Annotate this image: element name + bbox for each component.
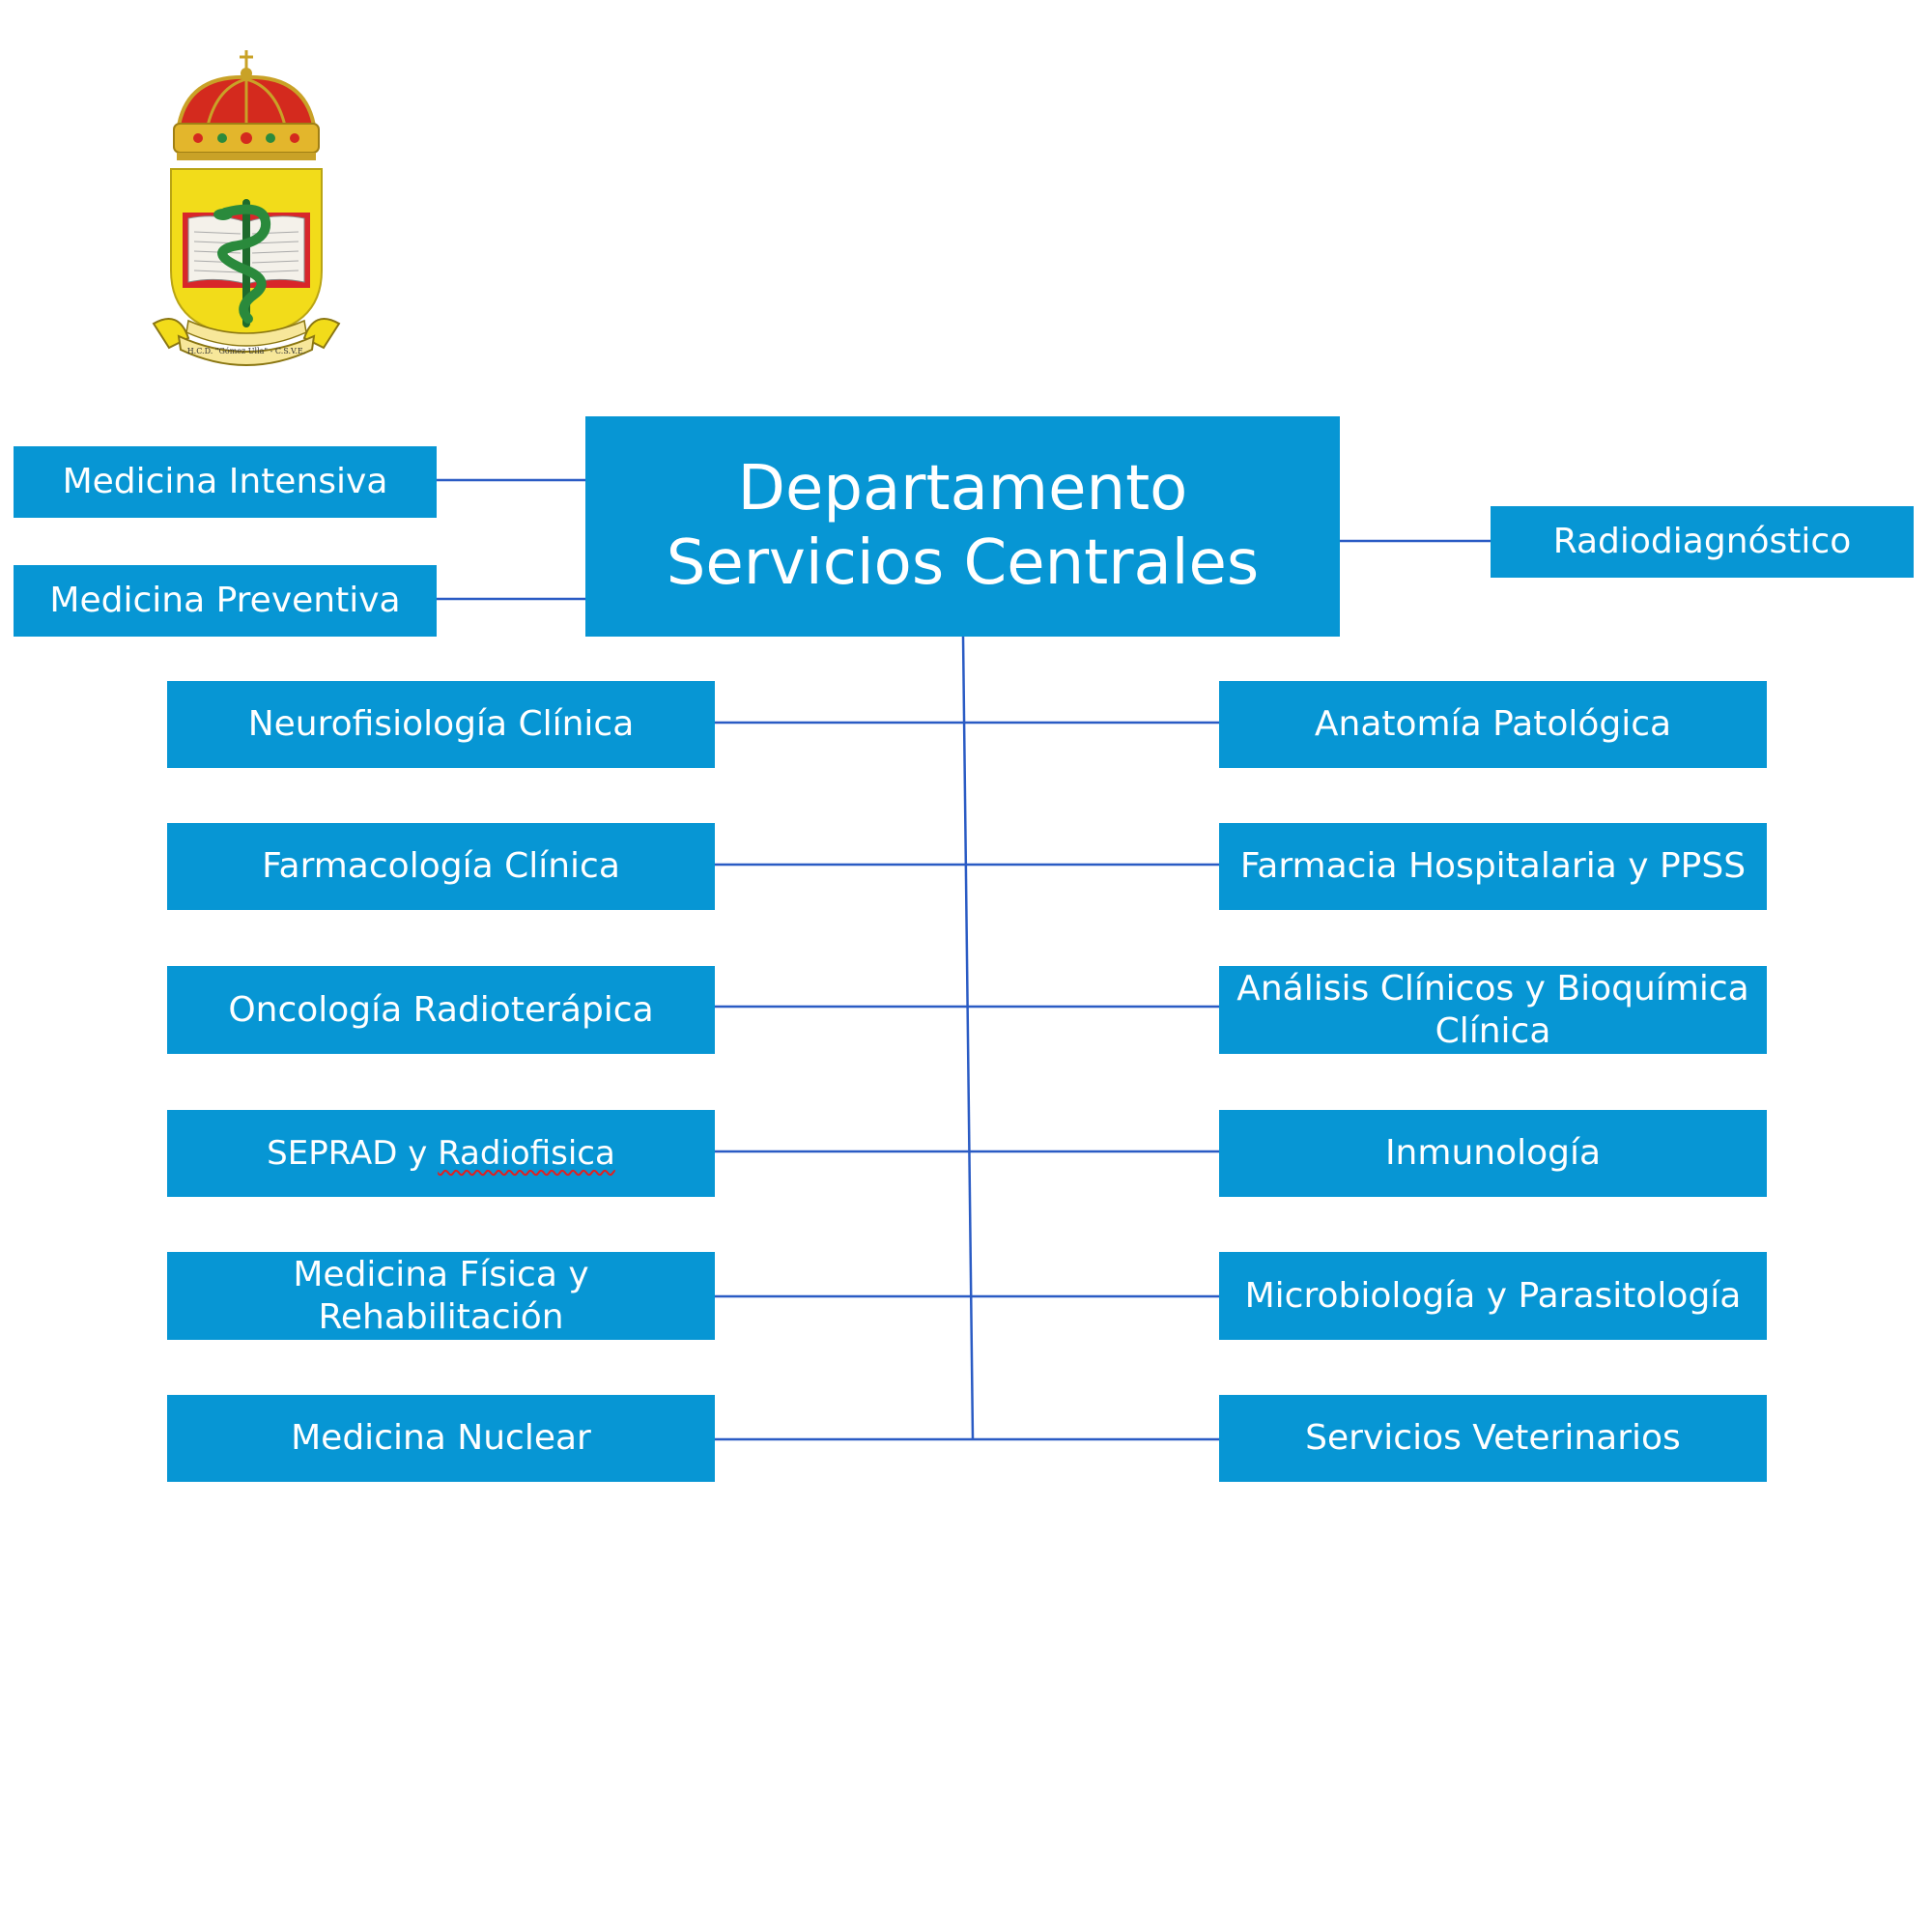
box-label: Microbiología y Parasitología	[1244, 1275, 1742, 1316]
central-department-box: Departamento Servicios Centrales	[585, 416, 1340, 637]
box-label: Medicina Nuclear	[291, 1418, 591, 1459]
box-label: Farmacia Hospitalaria y PPSS	[1239, 846, 1747, 887]
box-microbiologia-parasitologia: Microbiología y Parasitología	[1219, 1252, 1767, 1340]
box-label-part1: SEPRAD y	[267, 1133, 439, 1173]
box-medicina-fisica-rehabilitacion: Medicina Física y Rehabilitación	[167, 1252, 715, 1340]
box-neurofisiologia-clinica: Neurofisiología Clínica	[167, 681, 715, 768]
box-label: Medicina Preventiva	[49, 581, 401, 621]
box-label: Neurofisiología Clínica	[247, 704, 635, 745]
connector-trunk	[961, 636, 975, 1440]
box-label: Inmunología	[1384, 1133, 1602, 1174]
box-analisis-clinicos: Análisis Clínicos y Bioquímica Clínica	[1219, 966, 1767, 1054]
box-label: Servicios Veterinarios	[1305, 1418, 1681, 1459]
box-radiodiagnostico: Radiodiagnóstico	[1491, 506, 1914, 578]
central-department-label: Departamento Servicios Centrales	[666, 453, 1260, 599]
box-anatomia-patologica: Anatomía Patológica	[1219, 681, 1767, 768]
box-medicina-nuclear: Medicina Nuclear	[167, 1395, 715, 1482]
box-seprad-radiofisica: SEPRAD y Radiofisica	[167, 1110, 715, 1197]
coat-of-arms-logo: H.C.D. "Gómez Ulla" - C.S.V.E.	[152, 50, 341, 366]
box-label: SEPRAD y Radiofisica	[267, 1134, 615, 1174]
crown-icon	[173, 50, 320, 160]
box-medicina-intensiva: Medicina Intensiva	[14, 446, 437, 518]
box-label: Oncología Radioterápica	[228, 989, 654, 1030]
box-medicina-preventiva: Medicina Preventiva	[14, 565, 437, 637]
box-farmacologia-clinica: Farmacología Clínica	[167, 823, 715, 910]
box-farmacia-hospitalaria: Farmacia Hospitalaria y PPSS	[1219, 823, 1767, 910]
box-label: Farmacología Clínica	[262, 846, 620, 887]
box-label: Medicina Física y Rehabilitación	[293, 1255, 589, 1337]
box-label: Anatomía Patológica	[1314, 704, 1672, 745]
box-label: Radiodiagnóstico	[1552, 522, 1852, 562]
box-inmunologia: Inmunología	[1219, 1110, 1767, 1197]
box-servicios-veterinarios: Servicios Veterinarios	[1219, 1395, 1767, 1482]
ribbon-icon: H.C.D. "Gómez Ulla" - C.S.V.E.	[152, 318, 341, 366]
spellcheck-underlined-word: Radiofisica	[438, 1133, 615, 1173]
shield-icon	[170, 168, 323, 338]
box-label: Análisis Clínicos y Bioquímica Clínica	[1236, 969, 1749, 1051]
logo-ribbon-text: H.C.D. "Gómez Ulla" - C.S.V.E.	[187, 347, 306, 355]
box-label: Medicina Intensiva	[62, 462, 388, 502]
box-oncologia-radioterapica: Oncología Radioterápica	[167, 966, 715, 1054]
